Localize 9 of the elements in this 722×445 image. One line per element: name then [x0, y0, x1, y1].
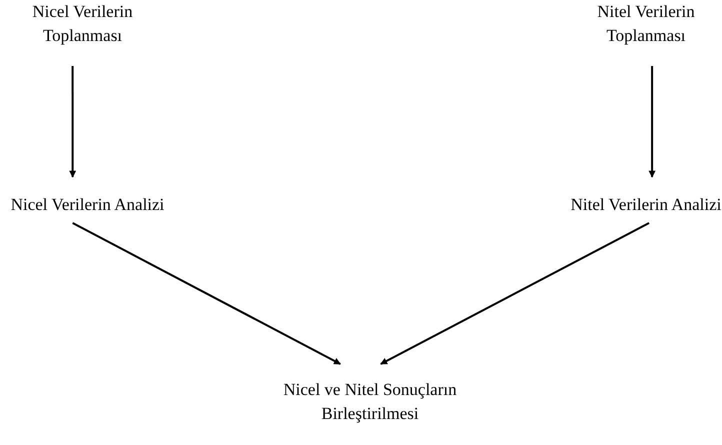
node-label: Nicel Verilerin Toplanması [31, 1, 134, 47]
arrow [72, 222, 341, 365]
node-label: Nicel ve Nitel Sonuçların Birleştirilmesi [282, 379, 458, 425]
arrow [648, 66, 656, 178]
node-label: Nitel Verilerin Analizi [570, 194, 722, 216]
arrow [380, 222, 650, 365]
node-label: Nitel Verilerin Toplanması [596, 1, 696, 47]
arrow [69, 66, 76, 178]
node-label: Nicel Verilerin Analizi [10, 194, 164, 216]
